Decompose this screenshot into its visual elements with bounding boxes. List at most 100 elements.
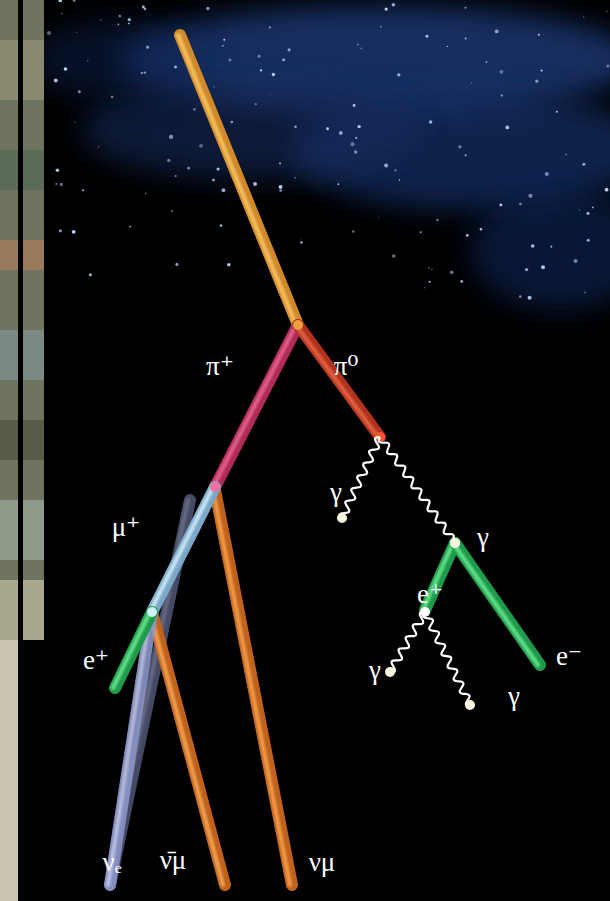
star <box>279 185 283 189</box>
particle-label: γ <box>477 524 489 551</box>
star <box>545 172 549 176</box>
star <box>129 226 131 228</box>
star <box>465 7 467 9</box>
star <box>100 19 101 20</box>
particle-track <box>108 612 152 885</box>
star <box>583 16 584 17</box>
star <box>47 31 51 35</box>
particle-label: νₑ <box>102 849 121 876</box>
vertex <box>210 482 220 492</box>
track-highlight <box>113 612 150 688</box>
star <box>587 212 590 215</box>
star <box>541 69 543 71</box>
star <box>392 3 396 7</box>
star <box>300 241 303 244</box>
particle-label: e⁻ <box>556 643 582 670</box>
star <box>175 263 178 266</box>
star <box>397 73 400 76</box>
particle-tracks <box>108 35 540 885</box>
star <box>384 164 388 168</box>
star <box>294 177 295 178</box>
star <box>584 291 586 293</box>
star <box>269 27 271 29</box>
star <box>565 154 567 156</box>
star <box>167 159 170 162</box>
particle-label: γ <box>508 683 520 710</box>
star <box>357 125 360 128</box>
star <box>61 13 62 14</box>
star <box>279 189 282 192</box>
star <box>355 137 357 139</box>
star <box>222 188 226 192</box>
star <box>499 70 503 74</box>
photo-strip <box>0 0 44 901</box>
star <box>145 193 146 194</box>
photon-end <box>385 667 395 677</box>
star <box>279 162 281 164</box>
star <box>142 6 145 9</box>
star <box>429 120 433 124</box>
star <box>258 55 261 58</box>
particle-track <box>213 325 298 487</box>
star <box>392 254 396 258</box>
star <box>174 65 177 68</box>
photon-end <box>450 538 460 548</box>
star <box>505 126 509 130</box>
star <box>592 206 594 208</box>
star <box>360 48 362 50</box>
star <box>74 121 75 122</box>
star <box>141 72 143 74</box>
track-highlight <box>296 325 378 437</box>
star <box>424 287 425 288</box>
star <box>420 231 422 233</box>
star <box>579 209 581 211</box>
particle-track <box>150 487 215 612</box>
particle-label: π⁺ <box>206 353 234 380</box>
star <box>54 79 58 83</box>
night-sky <box>28 0 610 310</box>
star <box>380 26 382 28</box>
star <box>525 268 528 271</box>
star <box>352 230 355 233</box>
star <box>428 267 429 268</box>
photon-tracks <box>337 437 475 710</box>
star <box>128 22 130 24</box>
star <box>528 194 532 198</box>
star <box>212 179 215 182</box>
star <box>253 182 257 186</box>
star <box>574 259 578 263</box>
star <box>326 127 329 130</box>
particle-label: e⁺ <box>417 581 443 608</box>
star <box>128 18 131 21</box>
photon-wave <box>423 612 469 706</box>
star <box>528 296 532 300</box>
star <box>288 48 291 51</box>
star <box>339 131 343 135</box>
particle-label: μ⁺ <box>112 514 141 541</box>
star <box>519 203 522 206</box>
star <box>460 280 463 283</box>
star <box>353 104 356 107</box>
star <box>354 150 357 153</box>
particle-label: ν̄μ <box>160 847 187 874</box>
star <box>350 142 354 146</box>
photon-track <box>337 437 380 523</box>
star <box>425 35 428 38</box>
photon-track <box>385 612 425 677</box>
star <box>531 244 535 248</box>
particle-label: νμ <box>309 849 336 876</box>
star <box>169 135 173 139</box>
star <box>465 154 467 156</box>
star <box>385 7 388 10</box>
star <box>606 11 607 12</box>
photon-wave <box>339 437 380 517</box>
star <box>436 219 439 222</box>
star <box>550 246 552 248</box>
star <box>82 189 84 191</box>
particle-track <box>296 325 380 437</box>
star <box>606 64 609 67</box>
star <box>76 32 77 33</box>
star <box>56 169 59 172</box>
star <box>98 146 99 147</box>
